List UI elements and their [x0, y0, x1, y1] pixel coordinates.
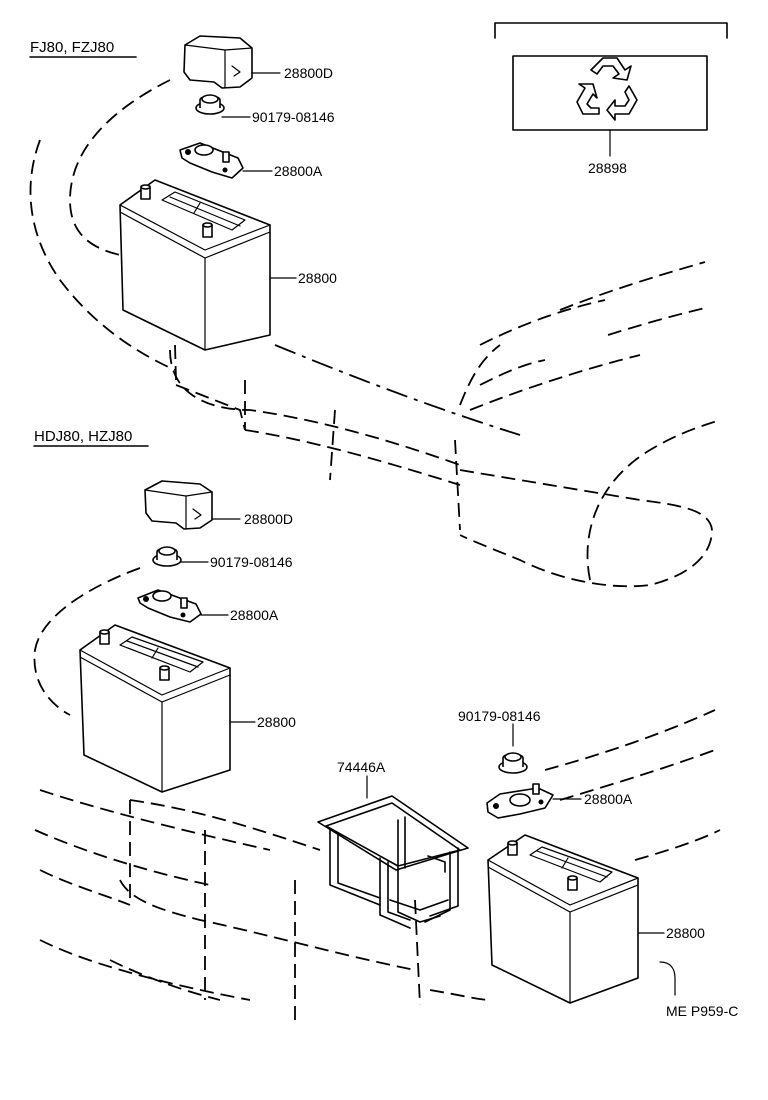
callout-tray: 74446A — [337, 759, 386, 775]
battery-tray: 74446A — [317, 759, 469, 929]
callout-top-clamp: 28800A — [274, 163, 323, 179]
callout-mid-battery: 28800 — [257, 714, 296, 730]
cover-part-mid: 28800D — [144, 480, 293, 530]
callout-right-battery: 28800 — [666, 925, 705, 941]
callout-recycle-label: 28898 — [588, 160, 627, 176]
callout-top-nut: 90179-08146 — [252, 109, 335, 125]
callout-mid-clamp: 28800A — [230, 607, 279, 623]
callout-top-battery: 28800 — [298, 270, 337, 286]
callout-mid-nut: 90179-08146 — [210, 554, 293, 570]
heading-bottom-group: HDJ80, HZJ80 — [33, 428, 149, 447]
vehicle-outline-top — [29, 79, 721, 588]
heading-bottom-text: HDJ80, HZJ80 — [34, 428, 132, 445]
nut-part-mid: 90179-08146 — [152, 546, 293, 570]
heading-top-text: FJ80, FZJ80 — [30, 39, 114, 56]
heading-top-group: FJ80, FZJ80 — [29, 39, 137, 58]
callout-right-nut: 90179-08146 — [458, 708, 541, 724]
callout-right-clamp: 28800A — [584, 791, 633, 807]
clamp-part-top: 28800A — [179, 142, 323, 179]
figure-code: ME P959-C — [666, 1003, 738, 1019]
clamp-part-mid: 28800A — [137, 589, 279, 623]
recycle-icon — [576, 57, 638, 121]
callout-mid-cover: 28800D — [244, 511, 293, 527]
clamp-part-right: 28800A — [486, 783, 633, 819]
nut-part-top: 90179-08146 — [195, 94, 335, 125]
battery-mid: 28800 — [79, 624, 296, 793]
recycle-label-group: 28898 — [494, 22, 728, 176]
nut-part-right: 90179-08146 — [458, 708, 541, 774]
battery-top: 28800 — [119, 179, 337, 351]
figure-code-group: ME P959-C — [659, 961, 738, 1019]
cover-part-top: 28800D — [183, 35, 333, 89]
callout-top-cover: 28800D — [284, 65, 333, 81]
battery-right: 28800 — [487, 834, 705, 1004]
vehicle-outline-bottom — [33, 567, 721, 1020]
